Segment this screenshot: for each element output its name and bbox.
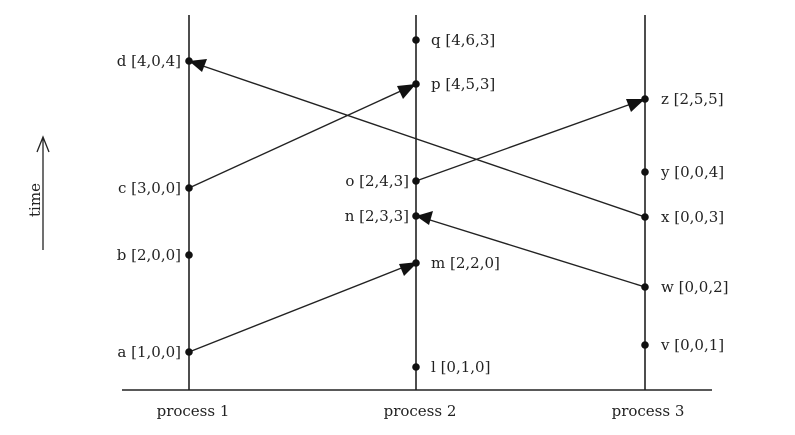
event-label-v: v [0,0,1]: [660, 336, 724, 354]
event-dot-w: [641, 283, 649, 291]
event-dot-m: [412, 259, 420, 267]
events: a [1,0,0] b [2,0,0] c [3,0,0] d [4,0,4] …: [117, 31, 729, 376]
event-label-d: d [4,0,4]: [117, 52, 181, 70]
event-dot-c: [185, 184, 193, 192]
event-label-x: x [0,0,3]: [661, 208, 724, 226]
message-w-to-n: [416, 211, 646, 288]
time-axis: time: [26, 135, 50, 250]
event-dot-y: [641, 168, 649, 176]
process-1-label: process 1: [157, 402, 230, 420]
event-label-y: y [0,0,4]: [660, 163, 724, 181]
process-labels: process 1 process 2 process 3: [157, 402, 685, 420]
process-3-label: process 3: [612, 402, 685, 420]
event-label-l: l [0,1,0]: [431, 358, 490, 376]
event-label-a: a [1,0,0]: [117, 343, 181, 361]
event-label-p: p [4,5,3]: [431, 75, 495, 93]
message-a-to-m: [188, 262, 418, 353]
event-label-w: w [0,0,2]: [661, 278, 728, 296]
event-label-n: n [2,3,3]: [345, 207, 409, 225]
arrowhead-icon: [397, 84, 416, 99]
process-lifelines: [188, 15, 646, 390]
event-label-z: z [2,5,5]: [661, 90, 724, 108]
arrowhead-icon: [416, 211, 433, 225]
event-dot-a: [185, 348, 193, 356]
process-2-label: process 2: [384, 402, 457, 420]
event-dot-v: [641, 341, 649, 349]
event-dot-p: [412, 80, 420, 88]
time-arrow-head-icon: [36, 135, 50, 153]
event-dot-n: [412, 212, 420, 220]
event-dot-b: [185, 251, 193, 259]
event-dot-o: [412, 177, 420, 185]
event-dot-q: [412, 36, 420, 44]
event-dot-x: [641, 213, 649, 221]
event-label-q: q [4,6,3]: [431, 31, 495, 49]
message-c-to-p: [188, 84, 416, 189]
message-x-to-d: [189, 59, 646, 218]
event-dot-z: [641, 95, 649, 103]
event-label-b: b [2,0,0]: [117, 246, 181, 264]
event-label-m: m [2,2,0]: [431, 254, 500, 272]
arrowhead-icon: [626, 99, 645, 112]
event-label-c: c [3,0,0]: [118, 179, 181, 197]
event-dot-d: [185, 57, 193, 65]
time-label: time: [26, 183, 44, 217]
event-label-o: o [2,4,3]: [345, 172, 409, 190]
messages: [188, 59, 646, 353]
message-o-to-z: [415, 99, 645, 182]
event-dot-l: [412, 363, 420, 371]
arrowhead-icon: [189, 59, 207, 72]
